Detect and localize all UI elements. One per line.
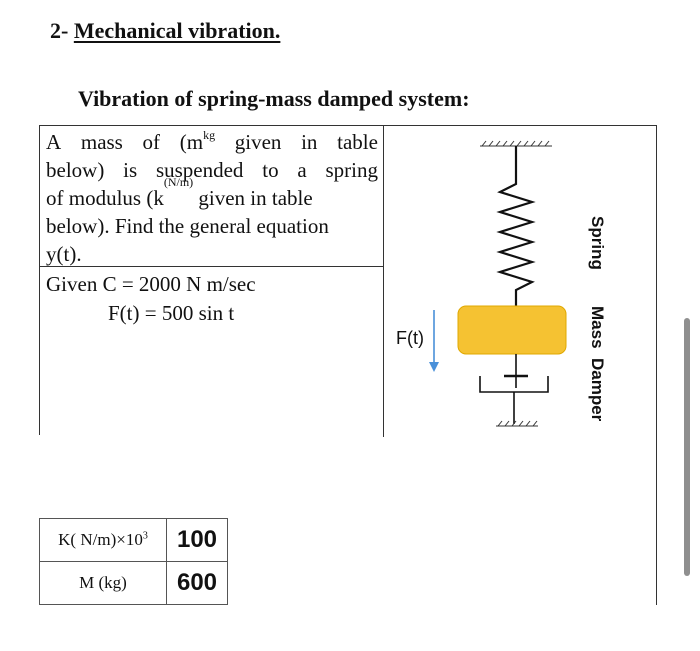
table-label-k: K( N/m)×103	[39, 518, 167, 562]
frame-left-line	[39, 125, 40, 435]
frame-top-line	[39, 125, 657, 126]
section-title: Mechanical vibration.	[73, 18, 281, 43]
table-value-k: 100	[166, 518, 228, 562]
ceiling-hatch	[480, 140, 552, 147]
table-row: M (kg) 600	[39, 561, 228, 605]
spring-mass-damper-diagram	[429, 140, 567, 427]
damper	[479, 354, 549, 424]
force-equation: F(t) = 500 sin t	[108, 301, 235, 325]
spring	[496, 146, 536, 306]
frame-divider-line	[383, 125, 384, 437]
table-label-m: M (kg)	[39, 561, 167, 605]
problem-statement: A mass of (mkg given in table below) is …	[46, 128, 378, 268]
problem-line-3: of modulus (k(N/m) given in table	[46, 175, 313, 210]
ground-hatch	[496, 420, 538, 427]
text-box-bottom-line	[39, 266, 383, 267]
parameter-table: K( N/m)×103 100 M (kg) 600	[39, 518, 228, 605]
table-value-m: 600	[166, 561, 228, 605]
mass-damper-label: Mass Damper	[588, 306, 607, 422]
subsection-heading: Vibration of spring-mass damped system:	[78, 86, 470, 111]
frame-right-line	[656, 125, 657, 605]
section-number: 2-	[50, 18, 69, 43]
problem-line-4: below). Find the general equation	[46, 214, 329, 238]
problem-line-5: y(t).	[46, 242, 82, 266]
problem-line-2: below) is suspended to a spring	[46, 158, 378, 182]
table-row: K( N/m)×103 100	[39, 518, 228, 562]
force-label: F(t)	[396, 328, 424, 348]
spring-label: Spring	[588, 216, 607, 270]
damping-given: Given C = 2000 N m/sec	[46, 272, 256, 296]
problem-line-1: A mass of (mkg given in table	[46, 128, 378, 154]
force-arrow	[429, 310, 439, 372]
section-heading: 2- Mechanical vibration.	[50, 18, 280, 44]
mass-block	[457, 305, 567, 355]
scrollbar[interactable]	[684, 318, 690, 576]
